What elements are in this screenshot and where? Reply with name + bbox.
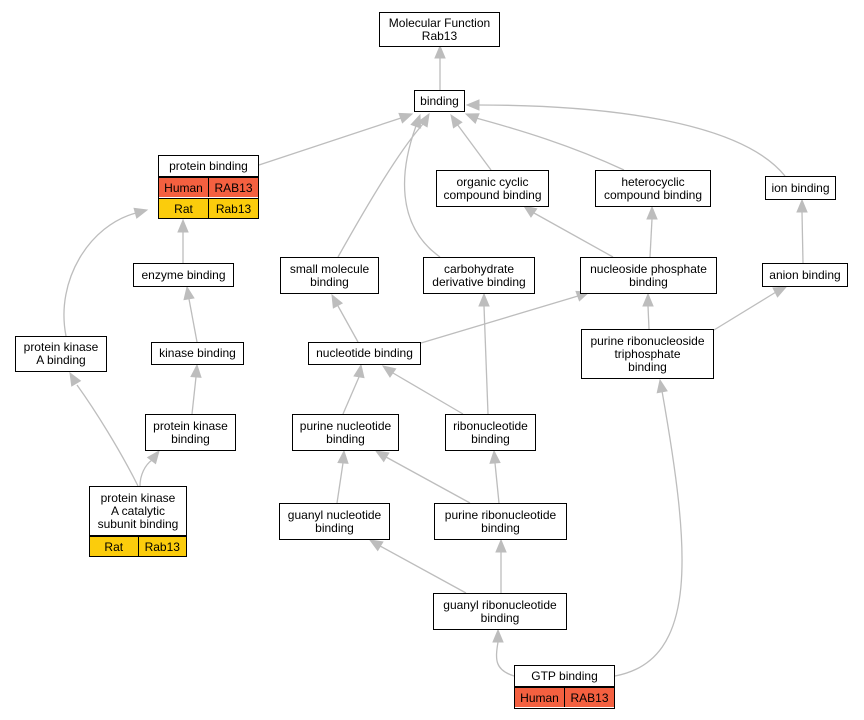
arrowhead-enz-pb: [177, 218, 189, 233]
arrowhead-prn-rn: [489, 449, 501, 464]
arrowhead-gtp-grn: [492, 628, 504, 643]
edge-rn-cd: [483, 305, 489, 415]
annotation-row-human: Human RAB13: [515, 687, 614, 707]
annotation-row-human: Human RAB13: [159, 177, 258, 197]
edge-ion-binding: [477, 104, 786, 177]
gtp-binding-annotations: Human RAB13: [514, 687, 615, 709]
node-enzyme-binding[interactable]: enzyme binding: [133, 263, 234, 287]
arrowhead-gn-pn: [337, 449, 349, 464]
edge-gtp-prtp: [614, 390, 683, 677]
arrowhead-prn-pn: [374, 450, 390, 463]
node-carbohydrate-derivative-binding[interactable]: carbohydrate derivative binding: [423, 257, 535, 294]
node-purine-ribonucleotide-binding[interactable]: purine ribonucleotide binding: [434, 503, 567, 540]
node-nucleotide-binding[interactable]: nucleotide binding: [308, 342, 421, 365]
node-protein-kinase-a-catalytic-subunit-binding[interactable]: protein kinase A catalytic subunit bindi…: [89, 486, 187, 536]
node-anion-binding[interactable]: anion binding: [762, 263, 848, 287]
edge-prn-pn: [385, 456, 471, 504]
edge-anion-ion: [801, 211, 804, 264]
edge-pka-pb: [63, 212, 137, 337]
node-guanyl-ribonucleotide-binding[interactable]: guanyl ribonucleotide binding: [433, 593, 567, 630]
edge-prtp-np: [647, 305, 650, 330]
arrowhead-pka-pb: [133, 207, 149, 219]
arrowhead-pkac-pka: [69, 371, 82, 387]
arrowhead-nuc-sm: [331, 293, 344, 309]
edge-prn-rn: [494, 462, 500, 504]
node-guanyl-nucleotide-binding[interactable]: guanyl nucleotide binding: [279, 503, 390, 540]
arrowhead-grn-gn: [368, 539, 384, 552]
species-cell: Human: [159, 178, 208, 197]
node-protein-kinase-a-binding[interactable]: protein kinase A binding: [15, 336, 107, 372]
node-organic-cyclic-compound-binding[interactable]: organic cyclic compound binding: [436, 170, 549, 207]
arrowhead-prtp-anion: [772, 286, 788, 298]
annotation-row-rat: Rat Rab13: [90, 536, 186, 556]
arrowhead-ion-binding: [465, 99, 480, 111]
edge-gtp-grn: [495, 641, 515, 677]
arrowhead-kin-enz: [183, 285, 195, 301]
arrowhead-cd-binding: [410, 113, 422, 129]
arrowhead-hc-binding: [464, 113, 480, 124]
edge-grn-gn: [379, 545, 467, 594]
species-cell: Human: [515, 688, 564, 707]
edge-pkac-pka: [76, 384, 139, 487]
edge-kin-enz: [188, 298, 198, 343]
edge-hc-binding: [475, 117, 625, 171]
arrowhead-pb-binding: [398, 112, 414, 124]
edge-prtp-anion: [713, 291, 777, 331]
edge-gn-pn: [336, 462, 344, 504]
edge-oc-binding: [456, 123, 492, 171]
node-purine-ribonucleoside-triphosphate-binding[interactable]: purine ribonucleoside triphosphate bindi…: [581, 329, 714, 379]
gene-cell: RAB13: [564, 688, 614, 707]
node-ribonucleotide-binding[interactable]: ribonucleotide binding: [445, 414, 536, 451]
protein-binding-annotations: Human RAB13 Rat Rab13: [158, 177, 259, 219]
pka-catalytic-annotations: Rat Rab13: [89, 536, 187, 557]
edge-np-oc: [533, 212, 614, 258]
edge-nuc-np: [420, 295, 579, 344]
species-cell: Rat: [159, 199, 208, 218]
node-kinase-binding[interactable]: kinase binding: [151, 342, 244, 365]
arrowhead-rn-cd: [478, 292, 490, 307]
arrowhead-anion-ion: [796, 198, 808, 213]
edge-nuc-sm: [337, 305, 359, 343]
arrowhead-gtp-prtp: [656, 378, 668, 394]
arrowhead-pn-nuc: [353, 363, 365, 379]
arrowhead-oc-binding: [450, 113, 463, 129]
edge-cd-binding: [403, 125, 441, 258]
edge-pb-binding: [258, 117, 402, 166]
node-heterocyclic-compound-binding[interactable]: heterocyclic compound binding: [595, 170, 711, 207]
gene-cell: Rab13: [208, 199, 258, 218]
species-cell: Rat: [90, 537, 138, 556]
arrowhead-sm-binding: [417, 112, 430, 128]
edge-rn-nuc: [392, 372, 464, 415]
arrowhead-mf: [434, 44, 446, 59]
edge-pn-nuc: [342, 376, 360, 415]
arrowhead-np-hc: [646, 205, 658, 220]
node-protein-binding[interactable]: protein binding: [158, 155, 259, 177]
arrowhead-prtp-np: [642, 292, 654, 307]
edge-np-hc: [649, 218, 653, 258]
arrowhead-grn-prn: [495, 538, 507, 553]
node-molecular-function-rab13[interactable]: Molecular Function Rab13: [379, 12, 500, 47]
arrowhead-pkac-pkb: [146, 449, 160, 465]
arrowhead-pkb-kin: [190, 363, 202, 378]
annotation-row-rat: Rat Rab13: [159, 198, 258, 218]
gene-cell: RAB13: [208, 178, 258, 197]
node-binding[interactable]: binding: [414, 90, 465, 112]
node-purine-nucleotide-binding[interactable]: purine nucleotide binding: [292, 414, 399, 451]
node-protein-kinase-binding[interactable]: protein kinase binding: [145, 414, 236, 451]
node-gtp-binding[interactable]: GTP binding: [514, 665, 615, 687]
node-nucleoside-phosphate-binding[interactable]: nucleoside phosphate binding: [580, 257, 717, 294]
node-small-molecule-binding[interactable]: small molecule binding: [280, 257, 379, 294]
edge-pkb-kin: [191, 376, 197, 415]
gene-cell: Rab13: [137, 537, 186, 556]
node-ion-binding[interactable]: ion binding: [765, 176, 836, 200]
arrowhead-rn-nuc: [381, 365, 397, 378]
edge-pkac-pkb: [139, 459, 153, 487]
arrowhead-np-oc: [522, 205, 538, 218]
edge-sm-binding: [337, 123, 424, 258]
